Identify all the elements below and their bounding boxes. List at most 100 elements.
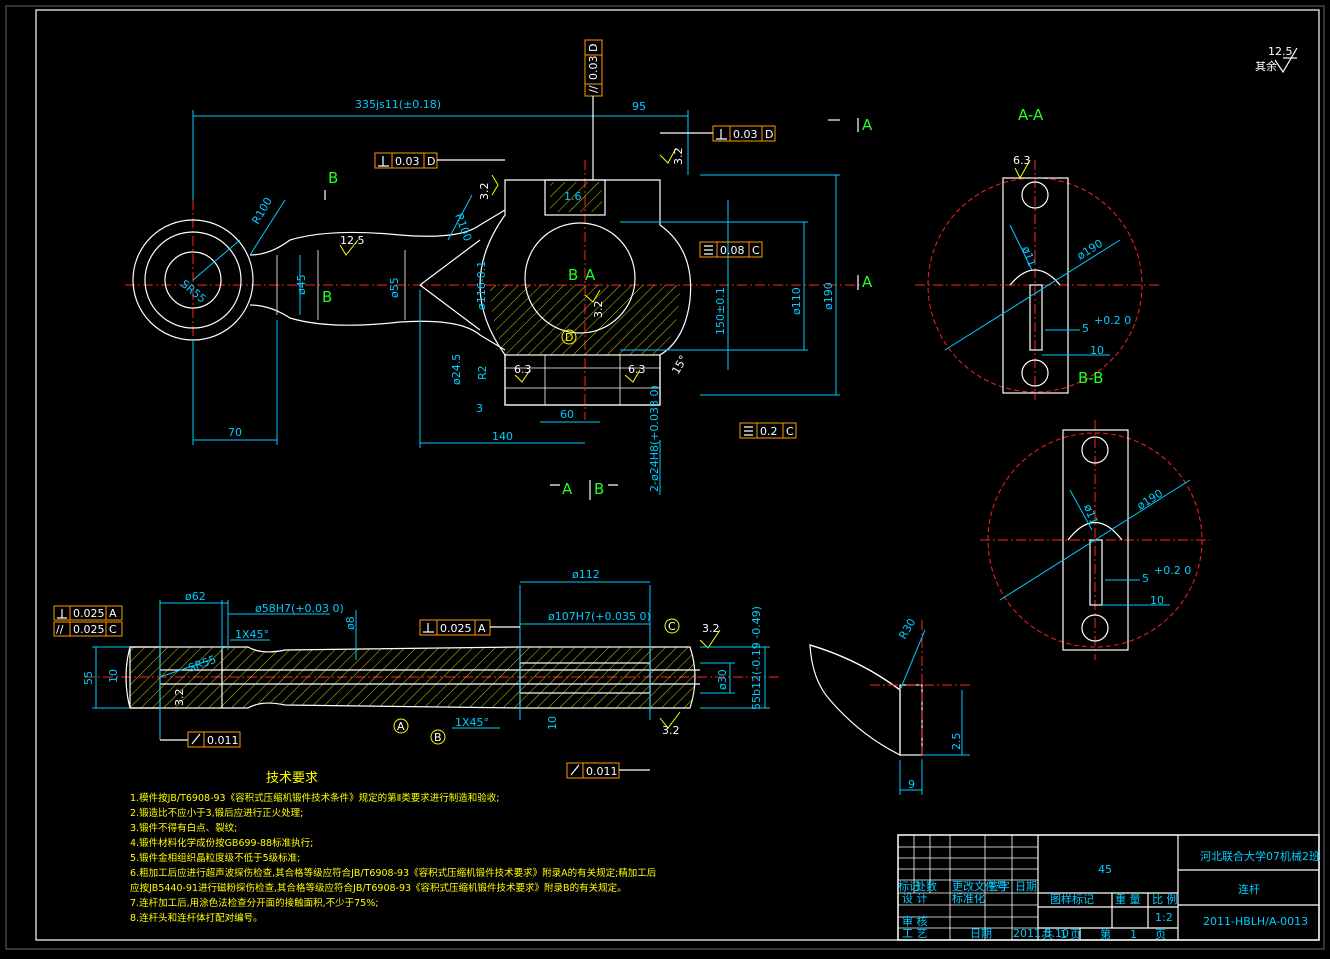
svg-text:0.2: 0.2 (760, 425, 778, 438)
svg-text:0.025: 0.025 (73, 623, 105, 636)
svg-text:ø112: ø112 (572, 568, 600, 581)
svg-text:设 计: 设 计 (902, 892, 928, 905)
dim-95: 95 (632, 100, 646, 113)
svg-text:C: C (786, 425, 794, 438)
svg-text:3.2: 3.2 (662, 724, 680, 737)
dim-phi110: ø110 (790, 287, 803, 315)
svg-text:ø8: ø8 (344, 616, 357, 630)
school-name: 河北联合大学07机械2班 (1200, 849, 1320, 863)
tol-parallel-top: // 0.03 D (584, 39, 603, 180)
svg-text:C: C (109, 623, 117, 636)
svg-text:0.08: 0.08 (720, 244, 745, 257)
svg-text:0.025: 0.025 (440, 622, 472, 635)
svg-text:0.03: 0.03 (395, 155, 420, 168)
section-aa-view: A-A ø190 ø11 6.3 5 +0.2 0 10 B-B (915, 106, 1160, 400)
svg-text:2.锻造比不应小于3,锻后应进行正火处理;: 2.锻造比不应小于3,锻后应进行正火处理; (130, 807, 303, 819)
svg-text:5: 5 (1142, 572, 1149, 585)
dim-overall-length: 335js11(±0.18) (355, 98, 441, 111)
svg-text:2.5: 2.5 (950, 733, 963, 751)
svg-text:第: 第 (1100, 927, 1111, 941)
svg-text:处数: 处数 (915, 880, 937, 893)
section-a-right: A (862, 273, 873, 291)
svg-text:4.锻件材料化学成份按GB699-88标准执行;: 4.锻件材料化学成份按GB699-88标准执行; (130, 837, 313, 849)
svg-text:A: A (397, 720, 405, 733)
svg-text:签字: 签字 (988, 879, 1010, 893)
detail-view: R30 9 2.5 (809, 616, 970, 795)
svg-text:重 量: 重 量 (1115, 892, 1141, 906)
tol-perp-right: 0.03 D (660, 125, 776, 142)
svg-text:5: 5 (1082, 322, 1089, 335)
tol-flat-c: 0.08 C (699, 241, 763, 258)
side-view: ø62 ø58H7(+0.03 0) 1X45° ø8 ø112 ø107H7(… (53, 568, 780, 779)
svg-text:A: A (109, 607, 117, 620)
svg-text:工 艺: 工 艺 (902, 927, 928, 940)
bb-title: B-B (1078, 369, 1103, 387)
datum-d: D (565, 331, 573, 344)
svg-text:ø11: ø11 (1019, 245, 1038, 269)
svg-text:3.2: 3.2 (173, 689, 186, 707)
svg-text:应按JB5440-91进行磁粉探伤检查,其合格等级应符合JB: 应按JB5440-91进行磁粉探伤检查,其合格等级应符合JB/T6908-93《… (130, 882, 627, 894)
svg-text:6.粗加工后应进行超声波探伤检查,其合格等级应符合JB/T6: 6.粗加工后应进行超声波探伤检查,其合格等级应符合JB/T6908-93《容积式… (130, 867, 657, 879)
roughness-12-5: 12.5 (340, 234, 365, 247)
svg-text:审 核: 审 核 (902, 914, 928, 928)
tol-perp-left: 0.03 D (374, 152, 505, 169)
tol-flat-c2: 0.2 C (739, 422, 797, 439)
dim-140: 140 (492, 430, 513, 443)
svg-text:0.025: 0.025 (73, 607, 105, 620)
dim-r2: R2 (476, 365, 489, 380)
roughness-6-3-a: 6.3 (514, 363, 532, 376)
svg-text:C: C (668, 620, 676, 633)
svg-text:10: 10 (1090, 344, 1104, 357)
svg-text:更改文件号: 更改文件号 (952, 879, 1007, 893)
part-name: 连杆 (1238, 882, 1260, 896)
big-end-bore (524, 222, 636, 334)
svg-text:标准化: 标准化 (952, 891, 985, 905)
roughness-3-2-b: 3.2 (672, 148, 685, 166)
svg-text:0.03: 0.03 (587, 56, 600, 81)
section-a-top: A (862, 116, 873, 134)
roughness-6-3-b: 6.3 (628, 363, 646, 376)
svg-text:10: 10 (1150, 594, 1164, 607)
dim-phi24-5: ø24.5 (450, 354, 463, 385)
drawing-frame (35, 9, 1320, 941)
svg-text:3.锻件不得有白点、裂纹;: 3.锻件不得有白点、裂纹; (130, 822, 237, 834)
svg-text:ø30: ø30 (716, 669, 729, 690)
svg-text:ø190: ø190 (1135, 487, 1165, 513)
svg-text:+0.2 0: +0.2 0 (1154, 564, 1191, 577)
global-roughness-symbol: 12.5 其余 (1255, 45, 1298, 74)
svg-text:9: 9 (908, 778, 915, 791)
svg-text:1.模件按JB/T6908-93《容积式压缩机锻件技术条件》: 1.模件按JB/T6908-93《容积式压缩机锻件技术条件》规定的第Ⅱ类要求进行… (130, 792, 499, 804)
svg-text:比 例: 比 例 (1152, 892, 1178, 906)
svg-text://: // (56, 623, 64, 636)
svg-text:10: 10 (546, 716, 559, 730)
svg-text:共: 共 (1042, 928, 1053, 941)
svg-text:1:2: 1:2 (1155, 911, 1173, 924)
dim-phi116: ø116-0.1 (475, 261, 488, 310)
center-label-a: A (585, 266, 596, 284)
material-value: 45 (1098, 863, 1112, 876)
svg-text:5.锻件金相组织晶粒度级不低于5级标准;: 5.锻件金相组织晶粒度级不低于5级标准; (130, 852, 300, 864)
roughness-top-value: 12.5 (1268, 45, 1293, 58)
svg-text:8.连杆头和连杆体打配对编号。: 8.连杆头和连杆体打配对编号。 (130, 912, 263, 924)
svg-text:页: 页 (1070, 928, 1081, 941)
svg-text:日期: 日期 (1015, 880, 1037, 893)
svg-text:1X45°: 1X45° (455, 716, 489, 729)
tech-requirements: 技术要求 1.模件按JB/T6908-93《容积式压缩机锻件技术条件》规定的第Ⅱ… (130, 771, 657, 924)
front-view: 335js11(±0.18) 95 70 140 60 3 ø45 ø55 ø1… (125, 39, 873, 500)
title-block: 标记 处数 更改文件号 签字 日期 设 计 标准化 审 核 工 艺 日期 201… (897, 834, 1320, 941)
svg-text:D: D (765, 128, 773, 141)
dim-70: 70 (228, 426, 242, 439)
svg-text:ø11: ø11 (1081, 503, 1100, 527)
svg-text:0.03: 0.03 (733, 128, 758, 141)
svg-text:图样标记: 图样标记 (1050, 892, 1094, 906)
drawing-number: 2011-HBLH/A-0013 (1203, 915, 1308, 928)
svg-text:C: C (752, 244, 760, 257)
dim-phi45: ø45 (295, 274, 308, 295)
svg-text:日期: 日期 (970, 927, 992, 940)
section-b-top: B (328, 169, 338, 187)
svg-text:D: D (587, 44, 600, 52)
aa-title: A-A (1018, 106, 1044, 124)
tech-req-title: 技术要求 (266, 771, 318, 786)
